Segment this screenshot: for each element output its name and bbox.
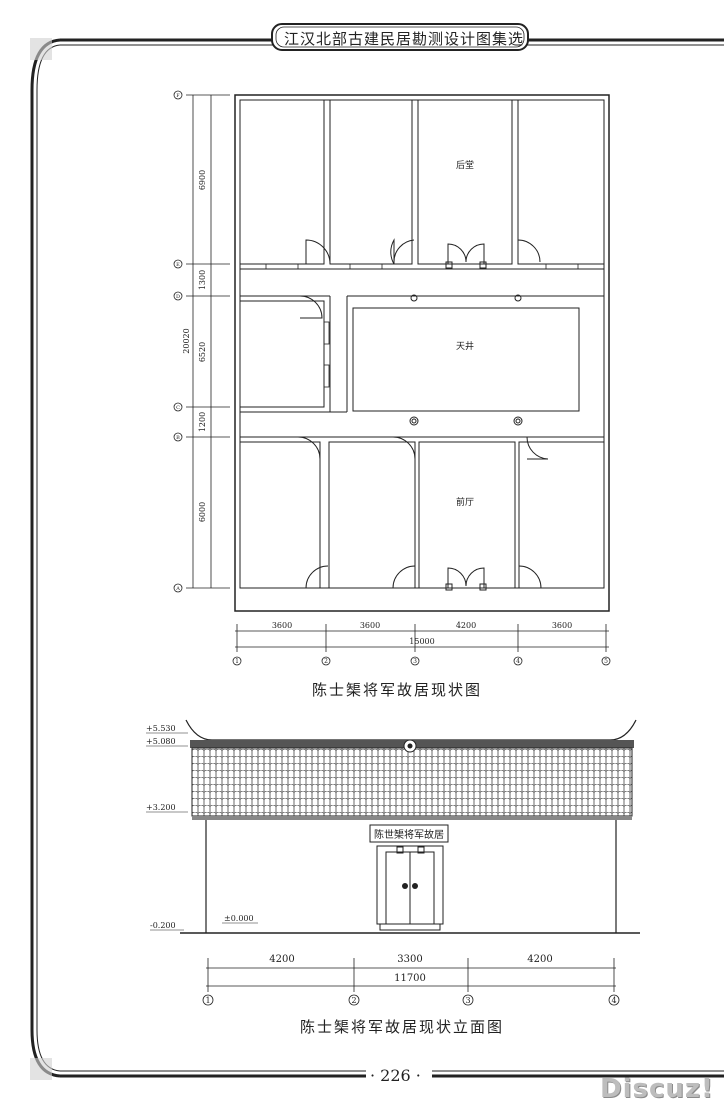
column-axis-label: 2 xyxy=(324,658,328,665)
level-mark: +5.080 xyxy=(146,737,176,746)
horizontal-total: 15000 xyxy=(409,637,434,646)
room-label-front-hall: 前厅 xyxy=(456,496,474,508)
column-axis-label: 4 xyxy=(516,658,520,665)
horizontal-dimension: 3600 xyxy=(272,621,292,630)
row-axis-label: F xyxy=(176,93,180,99)
row-axis-label: C xyxy=(176,405,180,411)
forum-watermark: Discuz! xyxy=(600,1074,714,1104)
horizontal-dimension: 3600 xyxy=(552,621,572,630)
horizontal-dimension: 3600 xyxy=(360,621,380,630)
elevation-dimension: 4200 xyxy=(269,954,294,965)
room-label-back-hall: 后堂 xyxy=(456,159,474,171)
level-mark: +3.200 xyxy=(146,803,176,812)
level-mark: -0.200 xyxy=(150,921,176,930)
door-plaque: 陈世榘将军故居 xyxy=(374,828,444,841)
column-axis-label: 5 xyxy=(604,658,608,665)
vertical-dimension: 6000 xyxy=(198,502,207,522)
column-axis-label: 1 xyxy=(235,658,239,665)
vertical-dimension: 6900 xyxy=(198,170,207,190)
row-axis-label: B xyxy=(176,435,180,441)
plan-caption: 陈士榘将军故居现状图 xyxy=(312,681,483,699)
elevation-dimension: 3300 xyxy=(397,954,422,965)
page-number: · 226 · xyxy=(370,1066,421,1085)
row-axis-label: D xyxy=(176,294,180,300)
elevation-caption: 陈士榘将军故居现状立面图 xyxy=(300,1018,505,1036)
floor-plan-drawing: F E D C B A 6900 1300 6520 1200 6000 200… xyxy=(173,90,611,666)
book-title: 江汉北部古建民居勘测设计图集选 xyxy=(284,30,525,48)
level-mark: ±0.000 xyxy=(224,914,254,923)
room-label-courtyard: 天井 xyxy=(456,340,474,352)
column-axis-label: 3 xyxy=(413,658,417,665)
vertical-dimension: 1300 xyxy=(198,270,207,290)
column-axis-label: 1 xyxy=(205,996,210,1005)
column-axis-label: 3 xyxy=(465,996,470,1005)
elevation-dimension: 4200 xyxy=(527,954,552,965)
elevation-drawing: 陈世榘将军故居 +5.530 +5.080 +3.200 ±0.000 -0.2… xyxy=(146,719,640,1006)
vertical-dimension: 1200 xyxy=(198,412,207,432)
vertical-total: 20020 xyxy=(182,328,191,353)
elevation-total: 11700 xyxy=(394,973,426,984)
horizontal-dimension: 4200 xyxy=(456,621,476,630)
column-axis-label: 4 xyxy=(611,996,616,1005)
vertical-dimension: 6520 xyxy=(198,342,207,362)
level-mark: +5.530 xyxy=(146,724,176,733)
column-axis-label: 2 xyxy=(351,996,356,1005)
row-axis-label: A xyxy=(175,586,180,592)
row-axis-label: E xyxy=(176,262,180,268)
